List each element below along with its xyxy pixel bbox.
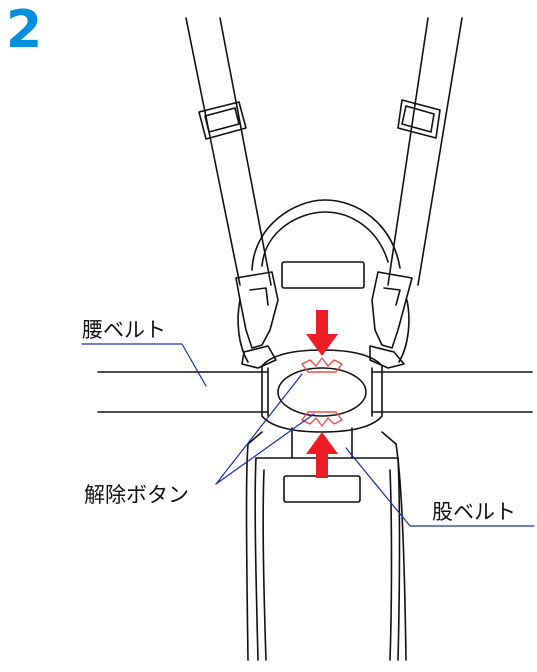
upper-release-button [301, 357, 343, 373]
release-button-label: 解除ボタン [84, 483, 189, 507]
waist-leader-line [81, 343, 207, 387]
right-shoulder-strap [369, 17, 463, 369]
seat-back-shell [237, 199, 410, 363]
press-arrows [306, 310, 338, 478]
crotch-belt-label: 股ベルト [432, 500, 516, 524]
waist-belt-label: 腰ベルト [82, 318, 166, 342]
center-buckle [261, 349, 383, 433]
left-shoulder-strap [185, 17, 279, 369]
lower-label-patch [283, 475, 361, 503]
release-buttons [301, 357, 343, 427]
waist-belt [97, 367, 533, 417]
right-buckle-tongue [371, 271, 413, 349]
buckle-center-oval [277, 367, 367, 417]
lower-release-button [301, 411, 343, 427]
upper-label-patch [281, 261, 365, 289]
down-arrow-icon [306, 310, 338, 356]
left-buckle-tongue [235, 271, 279, 349]
release-leader-line-lower [215, 413, 315, 485]
left-strap-adjuster [198, 101, 247, 140]
crotch-leader-line [345, 447, 535, 527]
up-arrow-icon [306, 432, 338, 478]
release-leader-line-upper [215, 373, 303, 485]
step-number: 2 [6, 0, 43, 60]
leader-lines [81, 343, 535, 527]
right-strap-adjuster [397, 99, 441, 139]
